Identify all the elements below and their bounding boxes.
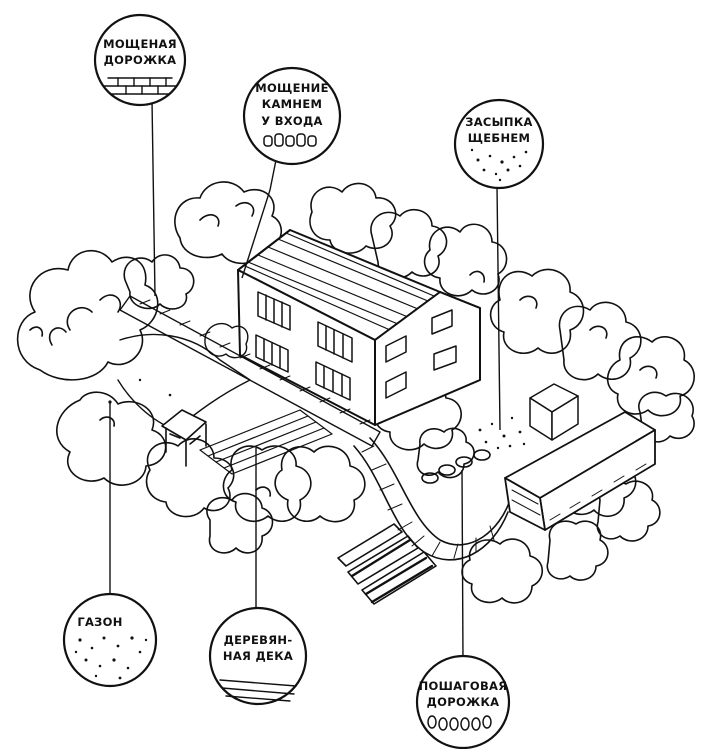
callout-gravel-line2: ЩЕБНЕМ xyxy=(468,131,531,145)
callout-lawn-line1: ГАЗОН xyxy=(77,615,122,629)
deck xyxy=(162,410,332,474)
lawn-area xyxy=(108,379,171,404)
callout-lawn: ГАЗОН xyxy=(64,594,156,686)
stepping-path xyxy=(354,438,510,560)
callout-stepping-path: ПОШАГОВАЯ ДОРОЖКА xyxy=(417,656,509,748)
callout-stepping-path-line1: ПОШАГОВАЯ xyxy=(419,679,508,693)
garden-beds xyxy=(338,524,436,604)
callout-entrance-paving-line2: КАМНЕМ xyxy=(262,97,322,111)
callout-stepping-path-line2: ДОРОЖКА xyxy=(427,695,500,709)
callout-entrance-paving: МОЩЕНИЕ КАМНЕМ У ВХОДА xyxy=(244,68,340,164)
callout-entrance-paving-line3: У ВХОДА xyxy=(261,114,323,128)
callout-paved-path-line1: МОЩЕНАЯ xyxy=(103,37,177,51)
callout-deck-line2: НАЯ ДЕКА xyxy=(223,649,293,663)
callout-paved-path: МОЩЕНАЯ ДОРОЖКА xyxy=(95,15,185,105)
callout-deck-line1: ДЕРЕВЯН- xyxy=(224,633,293,647)
callout-gravel: ЗАСЫПКА ЩЕБНЕМ xyxy=(455,100,543,188)
callout-paved-path-line2: ДОРОЖКА xyxy=(104,53,177,67)
small-shed xyxy=(530,384,578,440)
gravel-area xyxy=(479,417,526,449)
callout-deck: ДЕРЕВЯН- НАЯ ДЕКА xyxy=(210,608,306,704)
shed xyxy=(505,412,655,530)
callout-entrance-paving-line1: МОЩЕНИЕ xyxy=(255,81,329,95)
callout-gravel-line1: ЗАСЫПКА xyxy=(465,115,532,129)
